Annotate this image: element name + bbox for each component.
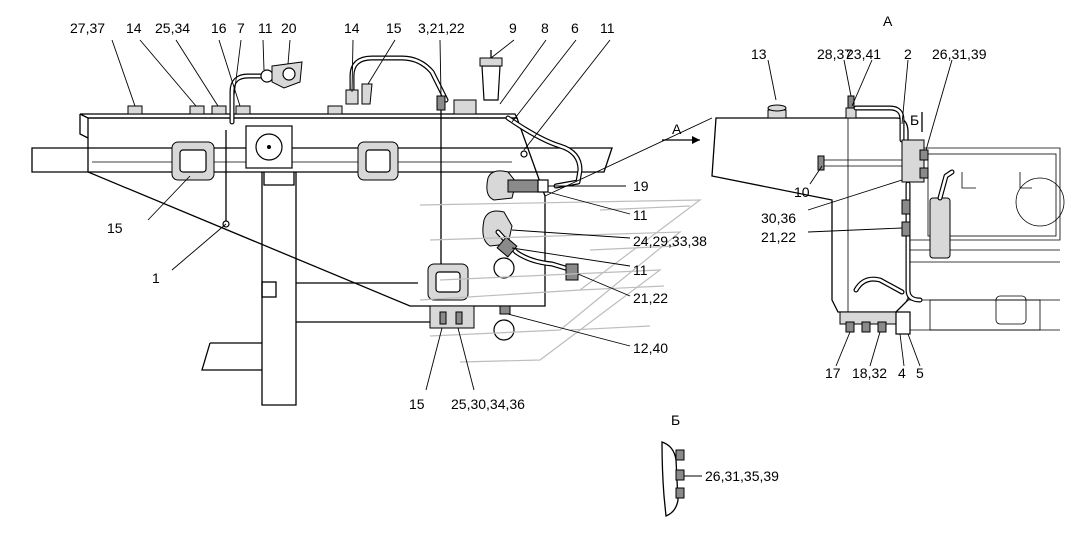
label-15: 15	[386, 20, 402, 36]
label-view-a-arrow: А	[672, 121, 682, 137]
pipe-fitting-11	[260, 69, 274, 83]
label-28-37: 28,37	[817, 46, 852, 62]
label-20: 20	[281, 20, 297, 36]
mount-window-left	[179, 149, 207, 173]
label-18-32: 18,32	[852, 365, 887, 381]
main-view	[31, 50, 713, 406]
view-b	[661, 441, 685, 517]
valve-block-b	[901, 139, 925, 183]
callout-labels: 27,37 14 25,34 16 7 11 20 14 15 3,21,22 …	[70, 13, 987, 484]
return-pipe	[505, 115, 583, 189]
label-11b: 11	[600, 20, 615, 36]
detail-bracket	[661, 441, 679, 517]
label-24-29-33-38: 24,29,33,38	[633, 233, 707, 249]
cross-member	[261, 172, 297, 406]
cap-9	[453, 99, 477, 115]
drain-ring	[493, 319, 515, 341]
label-view-a-title: А	[883, 13, 893, 29]
mount-window-lower	[435, 271, 461, 293]
cap-14	[189, 105, 205, 115]
label-8: 8	[541, 20, 549, 36]
tank-top-front	[79, 114, 89, 139]
label-17: 17	[825, 365, 841, 381]
fitting-19	[507, 179, 539, 193]
label-12-40: 12,40	[633, 340, 668, 356]
label-13: 13	[751, 46, 767, 62]
label-9: 9	[509, 20, 517, 36]
drain-plug-12	[499, 305, 511, 315]
valve-14	[345, 89, 359, 105]
section-line-a	[544, 117, 713, 197]
label-26-31-39: 26,31,39	[932, 46, 987, 62]
label-26-31-35-39: 26,31,35,39	[705, 468, 779, 484]
pipe-10	[820, 159, 904, 167]
hatch-center	[267, 145, 271, 149]
cap-27	[127, 105, 143, 115]
label-16: 16	[211, 20, 227, 36]
cap-25	[211, 105, 227, 115]
fitting-11	[496, 236, 518, 258]
label-25-30-34-36: 25,30,34,36	[451, 396, 525, 412]
filler-cap-9	[479, 57, 503, 67]
pipe-clamp	[520, 150, 528, 158]
lower-beam-end	[201, 342, 262, 371]
label-21-22b: 21,22	[761, 229, 796, 245]
label-14: 14	[126, 20, 142, 36]
label-7: 7	[237, 20, 245, 36]
tank-top-edge	[79, 113, 519, 119]
cap-16	[235, 105, 251, 115]
filter-cartridge	[929, 197, 951, 259]
drain-valve-a	[439, 311, 447, 325]
frame-rail	[31, 147, 613, 173]
cross-member-top	[263, 172, 295, 186]
frame-opening	[1015, 177, 1065, 227]
label-30-36: 30,36	[761, 210, 796, 226]
fitting-28-37	[847, 95, 855, 109]
cross-member-bolt	[261, 281, 277, 298]
frame-outline	[906, 147, 1061, 241]
drain-block	[429, 305, 475, 329]
fitting-30-36	[901, 199, 911, 215]
label-11d: 11	[633, 262, 648, 278]
label-15c: 15	[409, 396, 425, 412]
label-14b: 14	[344, 20, 360, 36]
label-11c: 11	[633, 207, 648, 223]
lower-beam	[296, 282, 430, 323]
label-2: 2	[904, 46, 912, 62]
label-27-37: 27,37	[70, 20, 105, 36]
label-4: 4	[898, 365, 906, 381]
label-11: 11	[258, 20, 273, 36]
label-3-21-22: 3,21,22	[418, 20, 465, 36]
label-5: 5	[916, 365, 924, 381]
bracket-15	[361, 83, 373, 105]
filler-neck-9	[481, 65, 501, 101]
label-23-41: 23,41	[846, 46, 881, 62]
drain-18	[877, 321, 887, 333]
leader-lines	[111, 39, 953, 477]
label-25-34: 25,34	[155, 20, 190, 36]
breather-pipe	[229, 73, 265, 125]
fitting-21-22	[565, 263, 579, 281]
bracket-4	[895, 311, 911, 335]
top-pipe	[853, 105, 905, 143]
fitting-3	[436, 95, 446, 111]
cap-14b	[327, 105, 343, 115]
mount-window-mid	[365, 149, 391, 173]
fitting-21-22-b	[901, 221, 911, 237]
label-21-22: 21,22	[633, 290, 668, 306]
label-6: 6	[571, 20, 579, 36]
tank-side-view	[711, 117, 909, 313]
label-15b: 15	[107, 220, 123, 236]
label-section-b: Б	[910, 112, 919, 128]
label-19: 19	[633, 178, 649, 194]
drain-17	[845, 321, 855, 333]
label-10: 10	[794, 184, 810, 200]
label-1: 1	[152, 270, 160, 286]
sensor-ring	[493, 257, 515, 279]
label-view-b-title: Б	[671, 412, 680, 428]
drain-valve-b	[455, 311, 463, 325]
